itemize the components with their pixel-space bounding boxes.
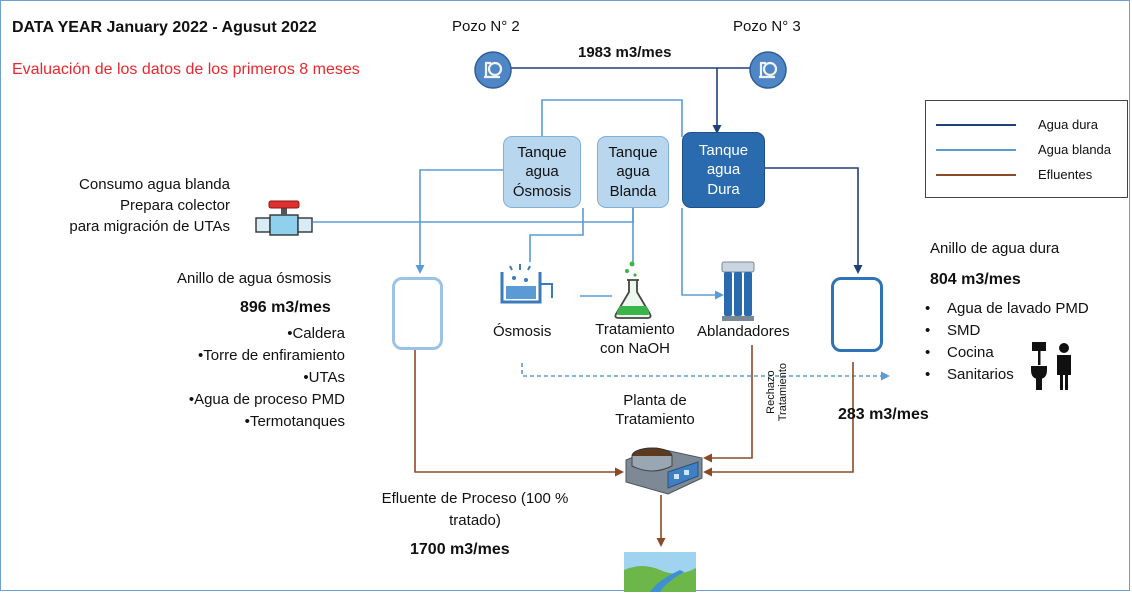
soft-water-to-consumer bbox=[313, 208, 634, 223]
well-3-label: Pozo N° 3 bbox=[733, 18, 801, 35]
osmosis-ring-title: Anillo de agua ósmosis bbox=[177, 270, 332, 287]
hard-water-ring bbox=[831, 277, 883, 352]
hard-use-item: Sanitarios bbox=[925, 364, 1089, 386]
osmosis-use-item: UTAs bbox=[155, 367, 345, 389]
osmosis-use-item: Caldera bbox=[155, 323, 345, 345]
hard-water-to-ring-line bbox=[765, 167, 863, 274]
hard-ring-flow: 804 m3/mes bbox=[930, 271, 1021, 288]
soft-water-soft-tank-feed bbox=[583, 99, 683, 137]
legend-label: Agua blanda bbox=[1038, 142, 1112, 157]
hard-water-tank: Tanque agua Dura bbox=[682, 132, 765, 208]
legend-label: Agua dura bbox=[1038, 117, 1098, 132]
softeners-label: Ablandadores bbox=[697, 323, 790, 340]
effluent-reject-line bbox=[703, 345, 753, 463]
legend-item-effluents: Efluentes bbox=[936, 167, 1092, 182]
legend-swatch bbox=[936, 148, 1016, 151]
soft-water-to-osmosis-ring bbox=[415, 169, 515, 274]
hard-use-item: SMD bbox=[925, 320, 1089, 342]
wells-flow-value: 1983 m3/mes bbox=[578, 44, 672, 61]
hard-ring-uses: Agua de lavado PMD SMD Cocina Sanitarios bbox=[925, 298, 1089, 386]
landscape-icon bbox=[624, 552, 696, 597]
osmosis-icon bbox=[498, 262, 556, 311]
osmosis-unit-label: Ósmosis bbox=[493, 323, 552, 340]
osmosis-use-item: Torre de enfiramiento bbox=[155, 345, 345, 367]
page-subtitle: Evaluación de los datos de los primeros … bbox=[12, 61, 360, 78]
soft-water-to-softeners bbox=[681, 208, 724, 300]
naoh-treatment-label: Tratamiento con NaOH bbox=[595, 321, 675, 357]
legend-item-soft-water: Agua blanda bbox=[936, 142, 1111, 157]
soft-water-to-osmosis-unit bbox=[529, 208, 584, 262]
well-2-label: Pozo N° 2 bbox=[452, 18, 520, 35]
legend-swatch bbox=[936, 123, 1016, 126]
osmosis-use-item: Termotanques bbox=[155, 411, 345, 433]
hard-use-item: Cocina bbox=[925, 342, 1089, 364]
soft-water-to-hard-uses-dashed bbox=[521, 363, 890, 381]
process-effluent-flow: 1700 m3/mes bbox=[410, 541, 510, 558]
legend: Agua dura Agua blanda Efluentes bbox=[925, 100, 1128, 198]
valve-icon bbox=[255, 198, 313, 243]
osmosis-use-item: Agua de proceso PMD bbox=[155, 389, 345, 411]
flask-icon bbox=[612, 260, 654, 325]
process-effluent-label: Efluente de Proceso (100 % tratado) bbox=[381, 490, 569, 529]
consumer-line-3: para migración de UTAs bbox=[69, 218, 230, 235]
treatment-plant-icon bbox=[622, 438, 708, 503]
softener-icon bbox=[720, 260, 756, 327]
effluent-from-hard-ring bbox=[703, 362, 854, 477]
hard-ring-title: Anillo de agua dura bbox=[930, 240, 1060, 257]
osmosis-ring-flow: 896 m3/mes bbox=[240, 299, 331, 316]
consumer-line-1: Consumo agua blanda bbox=[79, 176, 230, 193]
sanitary-icon bbox=[1030, 340, 1076, 397]
pump-icon bbox=[473, 50, 513, 95]
soft-water-osmosis-tank-feed bbox=[541, 99, 583, 137]
treatment-plant-label: Planta de Tratamiento bbox=[615, 392, 695, 428]
osmosis-water-tank: Tanque agua Ósmosis bbox=[503, 136, 581, 208]
reject-treatment-label: Rechazo Tratamiento bbox=[764, 362, 789, 422]
legend-item-hard-water: Agua dura bbox=[936, 117, 1098, 132]
soft-water-tank: Tanque agua Blanda bbox=[597, 136, 669, 208]
osmosis-ring-uses: Caldera Torre de enfiramiento UTAs Agua … bbox=[155, 323, 345, 433]
hard-use-item: Agua de lavado PMD bbox=[925, 298, 1089, 320]
effluent-from-osmosis-ring bbox=[414, 350, 624, 477]
hard-effluent-flow: 283 m3/mes bbox=[838, 406, 929, 423]
legend-label: Efluentes bbox=[1038, 167, 1093, 182]
consumer-line-2: Prepara colector bbox=[119, 197, 230, 214]
legend-swatch bbox=[936, 173, 1016, 176]
osmosis-water-ring bbox=[392, 277, 443, 350]
pump-icon bbox=[748, 50, 788, 95]
page-title: DATA YEAR January 2022 - Agusut 2022 bbox=[12, 19, 317, 36]
